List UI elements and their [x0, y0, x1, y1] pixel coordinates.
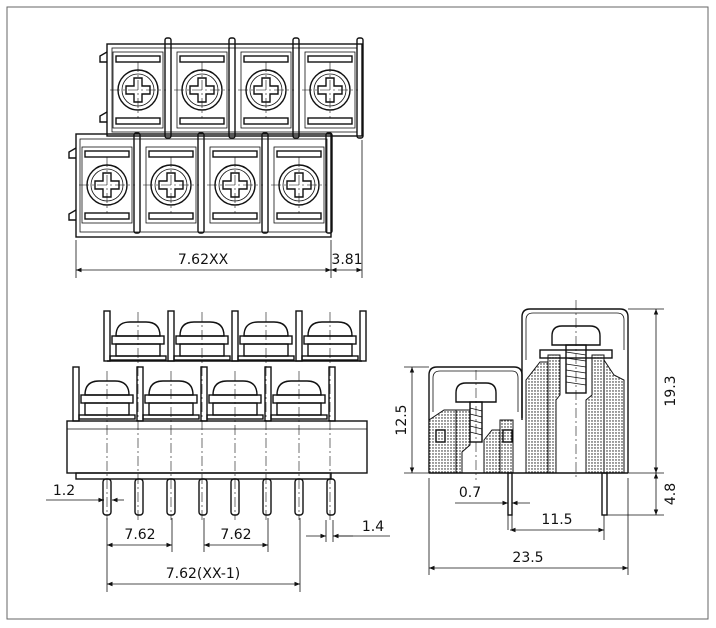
dim-offset-top: 3.81	[331, 252, 362, 268]
back-barrier-2	[167, 310, 175, 362]
back-front-screw-4	[301, 312, 359, 520]
dim-low-height: 12.5	[394, 404, 410, 435]
front-row-barriers	[72, 366, 336, 422]
pin-7	[294, 478, 304, 516]
pin-4	[198, 478, 208, 516]
pin-1	[102, 478, 112, 516]
dim-pin-length: 4.8	[663, 483, 679, 505]
front-view-screws	[78, 312, 359, 520]
back-barrier-4	[295, 310, 303, 362]
lower-screw-3	[207, 132, 269, 234]
pin-8	[326, 478, 336, 516]
pin-3	[166, 478, 176, 516]
dim-pin-dia: 1.2	[53, 483, 75, 499]
lower-row-screws	[79, 132, 333, 234]
front-front-screw-4	[270, 371, 328, 520]
lower-screw-2	[143, 132, 205, 234]
back-barrier-5	[359, 310, 367, 362]
front-view: 1.2 7.62 7.62 1.4 7.62(XX-1)	[46, 310, 390, 592]
front-view-pins	[102, 478, 336, 516]
upper-row-screws	[110, 37, 364, 139]
upper-screw-1	[110, 37, 172, 139]
front-barrier-1	[72, 366, 80, 422]
back-barrier-3	[231, 310, 239, 362]
pin-5	[230, 478, 240, 516]
lower-screw-1	[79, 132, 141, 234]
dim-high-height: 19.3	[663, 375, 679, 406]
front-front-screw-2	[142, 371, 200, 520]
upper-screw-3	[238, 37, 300, 139]
front-front-screw-1	[78, 371, 136, 520]
back-row-barriers	[103, 310, 367, 362]
back-front-screw-2	[173, 312, 231, 520]
pin-2	[134, 478, 144, 516]
back-barrier-1	[103, 310, 111, 362]
upper-screw-2	[174, 37, 236, 139]
dim-pitch-a: 7.62	[124, 527, 155, 543]
dim-pitch-b: 7.62	[220, 527, 251, 543]
lower-screw-4	[271, 132, 333, 234]
dim-pin-span: 11.5	[541, 512, 572, 528]
pin-6	[262, 478, 272, 516]
front-front-screw-3	[206, 371, 264, 520]
upper-screw-4	[302, 37, 364, 139]
back-front-screw-3	[237, 312, 295, 520]
dim-pin-thickness: 0.7	[459, 485, 481, 501]
dim-pin-width: 1.4	[362, 519, 384, 535]
drawing-frame	[6, 6, 709, 620]
dim-overall-depth: 23.5	[512, 550, 543, 566]
back-front-screw-1	[109, 312, 167, 520]
dim-pitch-total-front: 7.62(XX-1)	[166, 566, 241, 582]
top-view: 7.62XX 3.81	[68, 37, 364, 278]
dim-pitch-total-top: 7.62XX	[178, 252, 229, 268]
side-view: 12.5 19.3 4.8 0.7 11.5 23.5	[394, 300, 679, 575]
